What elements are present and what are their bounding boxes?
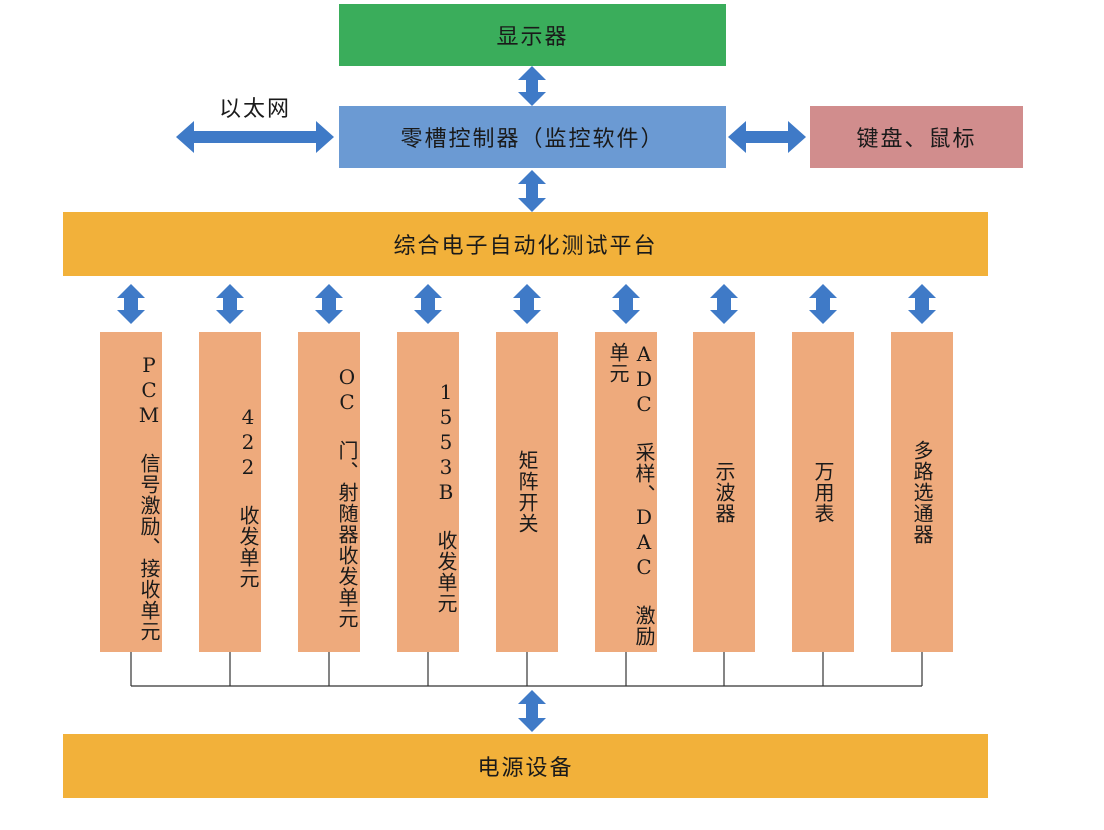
controller-label: 零槽控制器（监控软件） bbox=[400, 127, 665, 152]
unit-oscilloscope: 示波器 bbox=[693, 332, 755, 652]
unit-pcm-label: PCM 信号激励、接收单元 bbox=[137, 352, 161, 642]
unit-multimeter: 万用表 bbox=[792, 332, 854, 652]
unit-multiplexer-label: 多路选通器 bbox=[910, 439, 934, 545]
display-label: 显示器 bbox=[496, 25, 569, 50]
arrow-platform-unit-adc-dac bbox=[612, 284, 640, 324]
arrow-platform-unit-oscilloscope bbox=[710, 284, 738, 324]
arrow-controller-peripherals bbox=[728, 121, 806, 153]
power-bar: 电源设备 bbox=[63, 734, 988, 798]
power-bus-lines bbox=[130, 652, 923, 687]
platform-label: 综合电子自动化测试平台 bbox=[393, 234, 658, 259]
unit-multimeter-label: 万用表 bbox=[811, 460, 835, 524]
arrow-display-controller bbox=[518, 66, 546, 106]
arrow-platform-unit-matrix-switch bbox=[513, 284, 541, 324]
unit-1553b-label: 1553B 收发单元 bbox=[434, 380, 458, 614]
peripherals-label: 键盘、鼠标 bbox=[856, 127, 977, 152]
unit-1553b: 1553B 收发单元 bbox=[397, 332, 459, 652]
unit-422-label: 422 收发单元 bbox=[236, 405, 260, 589]
unit-matrix-switch-label: 矩阵开关 bbox=[515, 450, 539, 534]
unit-422: 422 收发单元 bbox=[199, 332, 261, 652]
arrow-platform-unit-1553b bbox=[414, 284, 442, 324]
arrow-ethernet bbox=[176, 121, 334, 153]
unit-oc: OC 门、射随器收发单元 bbox=[298, 332, 360, 652]
unit-adc-dac: ADC 采样、DAC 激励单元 bbox=[595, 332, 657, 652]
arrow-bus-power bbox=[518, 690, 546, 732]
arrow-platform-unit-422 bbox=[216, 284, 244, 324]
arrow-controller-platform bbox=[518, 170, 546, 212]
arrow-platform-unit-multimeter bbox=[809, 284, 837, 324]
controller-box: 零槽控制器（监控软件） bbox=[339, 106, 726, 168]
platform-bar: 综合电子自动化测试平台 bbox=[63, 212, 988, 276]
arrow-platform-unit-multiplexer bbox=[908, 284, 936, 324]
unit-matrix-switch: 矩阵开关 bbox=[496, 332, 558, 652]
arrow-platform-unit-pcm bbox=[117, 284, 145, 324]
ethernet-label: 以太网 bbox=[218, 97, 291, 122]
display-box: 显示器 bbox=[339, 4, 726, 66]
unit-oscilloscope-label: 示波器 bbox=[712, 460, 736, 524]
power-label: 电源设备 bbox=[477, 756, 574, 781]
unit-adc-dac-label: ADC 采样、DAC 激励单元 bbox=[606, 342, 656, 647]
peripherals-box: 键盘、鼠标 bbox=[810, 106, 1023, 168]
unit-pcm: PCM 信号激励、接收单元 bbox=[100, 332, 162, 652]
unit-multiplexer: 多路选通器 bbox=[891, 332, 953, 652]
unit-oc-label: OC 门、射随器收发单元 bbox=[335, 365, 359, 629]
arrow-platform-unit-oc bbox=[315, 284, 343, 324]
